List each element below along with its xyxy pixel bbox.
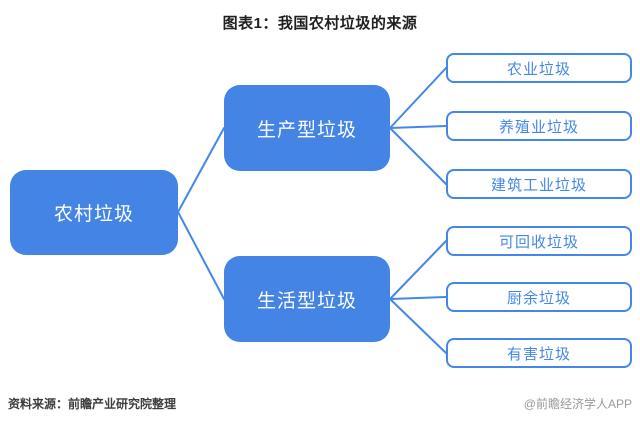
connector-branch1-leaf2 xyxy=(389,125,447,129)
leaf-node-hazardous-garbage: 有害垃圾 xyxy=(446,338,632,368)
connector-branch2-leaf6 xyxy=(389,298,447,354)
leaf-node-construction-garbage: 建筑工业垃圾 xyxy=(446,169,632,199)
connector-branch2-leaf5 xyxy=(389,296,447,300)
watermark-text: @前瞻经济学人APP xyxy=(523,397,632,411)
source-note: 资料来源：前瞻产业研究院整理 xyxy=(8,397,177,411)
root-node-rural-garbage: 农村垃圾 xyxy=(10,170,178,255)
leaf-node-breeding-garbage: 养殖业垃圾 xyxy=(446,111,632,141)
branch-node-living-garbage: 生活型垃圾 xyxy=(224,256,390,342)
diagram-title: 图表1：我国农村垃圾的来源 xyxy=(222,15,418,32)
connector-branch1-leaf1 xyxy=(389,67,447,129)
connector-branch2-leaf4 xyxy=(389,240,447,300)
connector-branch1-leaf3 xyxy=(389,127,447,185)
leaf-node-recyclable-garbage: 可回收垃圾 xyxy=(446,226,632,256)
branch-node-production-garbage: 生产型垃圾 xyxy=(224,85,390,171)
leaf-node-kitchen-garbage: 厨余垃圾 xyxy=(446,282,632,312)
connector-root-branch2 xyxy=(177,211,225,300)
connector-root-branch1 xyxy=(177,127,225,213)
leaf-node-agricultural-garbage: 农业垃圾 xyxy=(446,53,632,83)
